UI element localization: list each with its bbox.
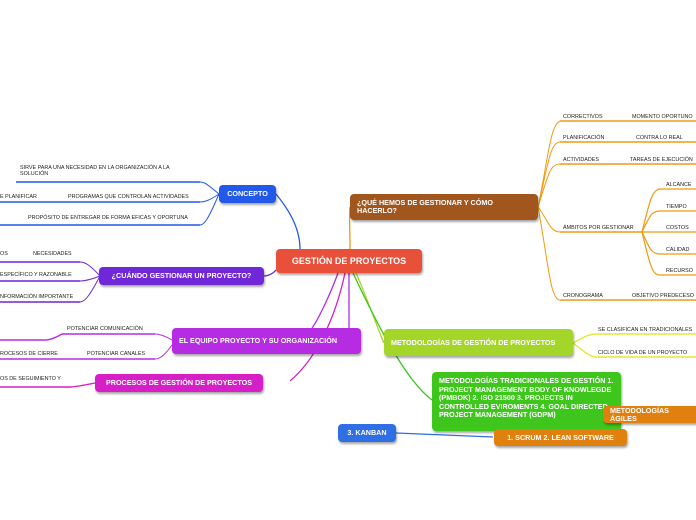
- metodologias-item-1: SE CLASIFICAN EN TRADICIONALES: [598, 327, 693, 333]
- topic-procesos-label: PROCESOS DE GESTIÓN DE PROYECTOS: [105, 378, 253, 387]
- topic-concepto-label: CONCEPTO: [227, 189, 268, 198]
- ambito-tiempo: TIEMPO: [666, 204, 687, 210]
- topic-procesos[interactable]: PROCESOS DE GESTIÓN DE PROYECTOS: [95, 374, 263, 392]
- ambito-alcance: ALCANCE: [666, 182, 692, 188]
- que-item-cronograma-child: OBJETIVO PREDECESO: [632, 293, 695, 299]
- connector-central-equipo: [311, 272, 339, 329]
- cuando-item-2: ESPECÍFICO Y RAZONABLE: [0, 272, 72, 278]
- topic-kanban-label: 3. KANBAN: [347, 428, 387, 437]
- topic-que[interactable]: ¿QUÉ HEMOS DE GESTIONAR Y CÓMO HACERLO?: [350, 194, 538, 220]
- metodologias-item-2: CICLO DE VIDA DE UN PROYECTO: [598, 350, 688, 356]
- topic-agiles[interactable]: METODOLOGÍAS ÁGILES: [603, 406, 696, 423]
- topic-kanban[interactable]: 3. KANBAN: [338, 424, 396, 442]
- concepto-item-2: PROGRAMAS QUE CONTROLAN ACTIVIDADES: [68, 194, 189, 200]
- topic-tradicionales-label: METODOLOGÍAS TRADICIONALES DE GESTIÓN 1.…: [439, 376, 614, 419]
- topic-agiles-label: METODOLOGÍAS ÁGILES: [610, 405, 669, 423]
- que-item-ambitos: ÁMBITOS POR GESTIONAR: [563, 225, 634, 231]
- ambito-calidad: CALIDAD: [666, 247, 690, 253]
- connector-central-procesos: [289, 272, 346, 382]
- topic-metodologias-label: METODOLOGÍAS DE GESTIÓN DE PROYECTOS: [391, 337, 556, 347]
- equipo-item-2: POTENCIAR CANALES: [87, 351, 146, 357]
- topic-cuando[interactable]: ¿CUÁNDO GESTIONAR UN PROYECTO?: [99, 267, 264, 285]
- equipo-item-1: POTENCIAR COMUNICACIÓN: [67, 326, 143, 332]
- cuando-sub: OS: [0, 251, 8, 257]
- topic-equipo[interactable]: EL EQUIPO PROYECTO Y SU ORGANIZACIÓN: [172, 328, 361, 354]
- topic-tradicionales[interactable]: METODOLOGÍAS TRADICIONALES DE GESTIÓN 1.…: [432, 372, 621, 431]
- topic-concepto[interactable]: CONCEPTO: [219, 185, 276, 203]
- cuando-item-3: NFORMACIÓN IMPORTANTE: [0, 294, 74, 300]
- topic-scrum-label: 1. SCRUM 2. LEAN SOFTWARE: [507, 432, 614, 442]
- cuando-item-1: NECESIDADES: [33, 251, 72, 257]
- connector-central-concepto: [275, 193, 301, 250]
- que-item-correctivos: CORRECTIVOS: [563, 114, 603, 120]
- topic-cuando-label: ¿CUÁNDO GESTIONAR UN PROYECTO?: [111, 271, 252, 280]
- que-item-cronograma: CRONOGRAMA: [563, 293, 603, 299]
- connector-central-cuando: [263, 269, 277, 277]
- topic-metodologias[interactable]: METODOLOGÍAS DE GESTIÓN DE PROYECTOS: [384, 329, 573, 356]
- central-topic-label: GESTIÓN DE PROYECTOS: [291, 256, 407, 266]
- que-item-planificacion-child: CONTRA LO REAL: [636, 135, 683, 141]
- ambito-recurso: RECURSO: [666, 268, 693, 274]
- procesos-item-1: OS DE SEGUIMIENTO Y: [0, 376, 61, 382]
- que-item-actividades-child: TAREAS DE EJECUCIÓN: [630, 157, 693, 163]
- topic-equipo-label: EL EQUIPO PROYECTO Y SU ORGANIZACIÓN: [179, 336, 338, 345]
- concepto-item-1: SIRVE PARA UNA NECESIDAD EN LA ORGANIZAC…: [20, 165, 170, 178]
- concepto-sub: E PLANIFICAR: [0, 194, 37, 200]
- ambito-costos: COSTOS: [666, 225, 689, 231]
- equipo-sub: ROCESOS DE CIERRE: [0, 351, 58, 357]
- que-item-planificacion: PLANIFICACIÓN: [563, 135, 605, 141]
- central-topic[interactable]: GESTIÓN DE PROYECTOS: [276, 249, 422, 273]
- topic-que-label: ¿QUÉ HEMOS DE GESTIONAR Y CÓMO HACERLO?: [357, 198, 493, 215]
- concepto-item-3: PROPÓSITO DE ENTREGAR DE FORMA EFICAS Y …: [28, 215, 188, 221]
- topic-scrum[interactable]: 1. SCRUM 2. LEAN SOFTWARE: [494, 429, 627, 446]
- que-item-correctivos-child: MOMENTO OPORTUNO: [632, 114, 693, 120]
- que-item-actividades: ACTIVIDADES: [563, 157, 599, 163]
